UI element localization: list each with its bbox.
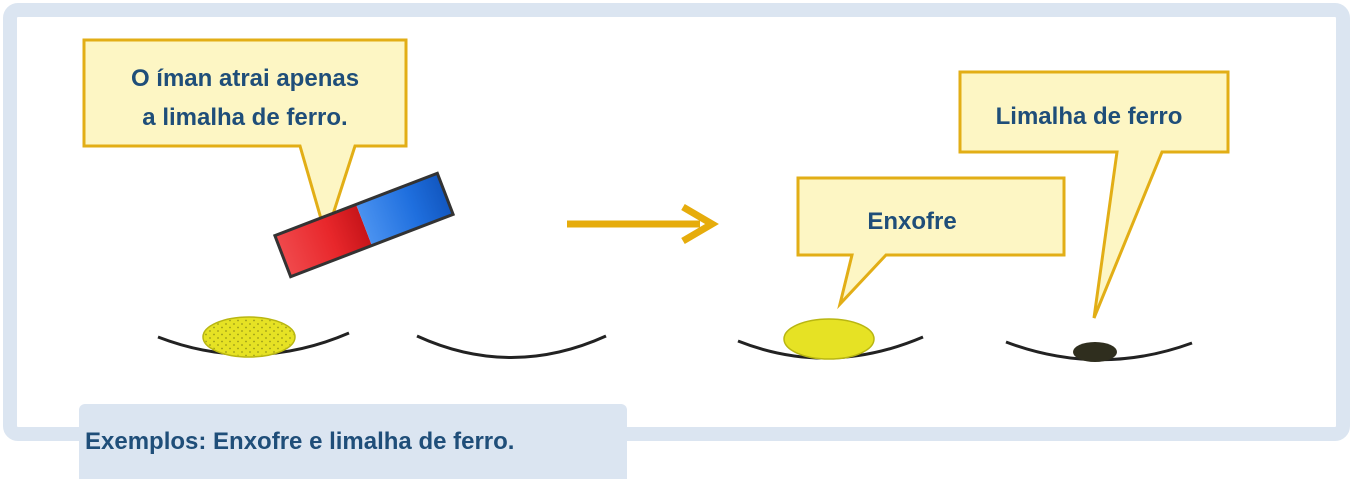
process-arrow-head [681,203,719,245]
iron-filings-pile [1073,342,1117,362]
bar-magnet [272,171,456,279]
iron-callout [958,70,1230,319]
mixture-speckles [204,318,294,356]
magnet-callout-line1: O íman atrai apenas [131,65,359,92]
magnet-outline [272,171,456,279]
magnet-blue-pole [356,173,454,246]
caption-tab: Exemplos: Enxofre e limalha de ferro. [79,404,627,479]
magnet-callout-line2: a limalha de ferro. [142,104,347,131]
iron-callout-label: Limalha de ferro [996,103,1183,130]
magnet-red-pole [274,204,372,277]
caption-text: Exemplos: Enxofre e limalha de ferro. [85,428,515,455]
sulfur-callout [796,176,1066,310]
dish-empty [416,334,607,359]
sulfur-pile [783,318,875,360]
diagram-frame [3,3,1350,441]
sulfur-callout-label: Enxofre [867,208,956,235]
magnet-callout [82,38,408,242]
